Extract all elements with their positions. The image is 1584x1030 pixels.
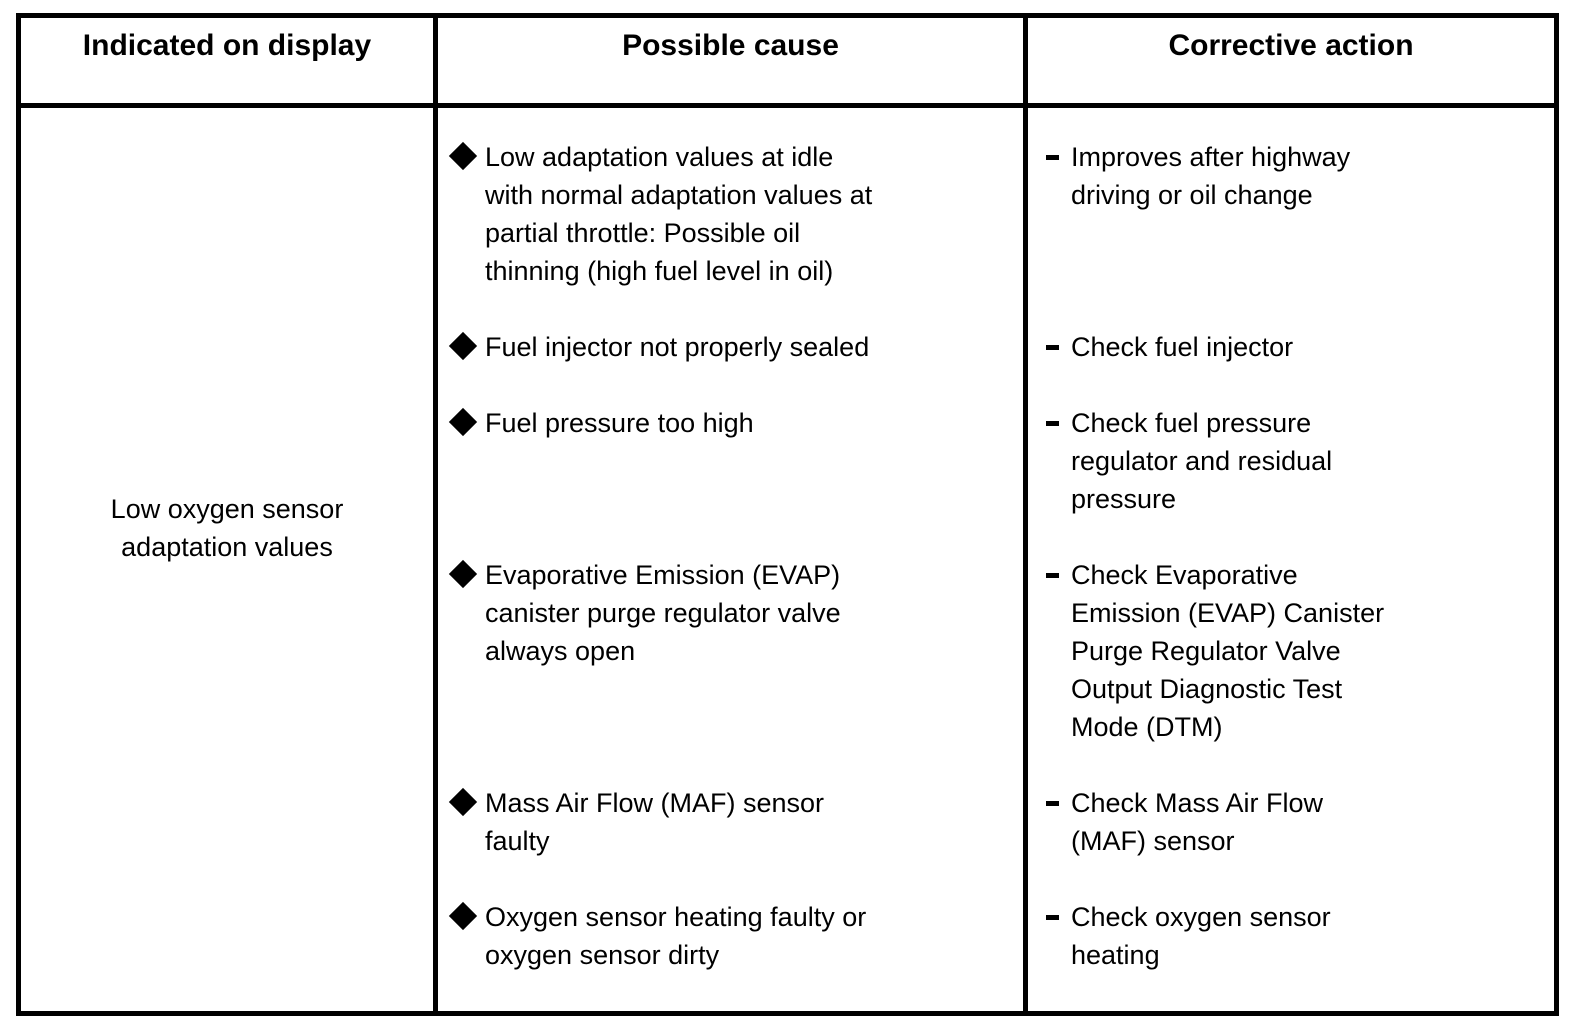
cause-text: Fuel injector not properly sealed	[485, 332, 870, 362]
list-item: Check Evaporative Emission (EVAP) Canist…	[1044, 556, 1548, 784]
action-text: Check Evaporative Emission (EVAP) Canist…	[1071, 560, 1385, 742]
cause-text: Mass Air Flow (MAF) sensor faulty	[485, 788, 825, 856]
list-item: Oxygen sensor heating faulty or oxygen s…	[448, 898, 1015, 1011]
diamond-bullet-icon	[448, 898, 485, 931]
cause-text: Fuel pressure too high	[485, 408, 754, 438]
diamond-bullet-icon	[448, 404, 485, 437]
action-text: Improves after highway driving or oil ch…	[1071, 142, 1351, 210]
list-item: Check oxygen sensor heating	[1044, 898, 1548, 1011]
header-indicated-on-display: Indicated on display	[82, 29, 372, 62]
list-item: Fuel injector not properly sealed	[448, 328, 1015, 404]
dash-bullet-icon	[1044, 784, 1071, 806]
header-possible-cause: Possible cause	[433, 18, 1023, 103]
indicated-cell: Low oxygen sensor adaptation values	[21, 108, 433, 1011]
indicated-value: Low oxygen sensor adaptation values	[110, 493, 344, 562]
list-item: Check fuel injector	[1044, 328, 1548, 404]
action-text: Check fuel injector	[1071, 332, 1294, 362]
list-item: Fuel pressure too high	[448, 404, 1015, 556]
cause-text: Oxygen sensor heating faulty or oxygen s…	[485, 902, 867, 970]
header-corrective-action: Corrective action	[1023, 18, 1554, 103]
list-item: Mass Air Flow (MAF) sensor faulty	[448, 784, 1015, 898]
action-text: Check Mass Air Flow (MAF) sensor	[1071, 788, 1324, 856]
dash-bullet-icon	[1044, 328, 1071, 350]
cause-text: Low adaptation values at idle with norma…	[485, 142, 873, 286]
action-text: Check fuel pressure regulator and residu…	[1071, 408, 1333, 514]
dash-bullet-icon	[1044, 556, 1071, 578]
action-text: Check oxygen sensor heating	[1071, 902, 1331, 970]
corrective-action-cell: Improves after highway driving or oil ch…	[1023, 108, 1554, 1011]
cause-text: Evaporative Emission (EVAP) canister pur…	[485, 560, 841, 666]
possible-cause-cell: Low adaptation values at idle with norma…	[433, 108, 1023, 1011]
diamond-bullet-icon	[448, 328, 485, 361]
dash-bullet-icon	[1044, 138, 1071, 160]
dash-bullet-icon	[1044, 898, 1071, 920]
list-item: Check fuel pressure regulator and residu…	[1044, 404, 1548, 556]
table-header-row: Indicated on display Possible cause Corr…	[21, 18, 1554, 108]
list-item: Low adaptation values at idle with norma…	[448, 138, 1015, 328]
diamond-bullet-icon	[448, 138, 485, 171]
diamond-bullet-icon	[448, 556, 485, 589]
list-item: Check Mass Air Flow (MAF) sensor	[1044, 784, 1548, 898]
diagnostic-table: Indicated on display Possible cause Corr…	[16, 13, 1559, 1016]
diamond-bullet-icon	[448, 784, 485, 817]
list-item: Improves after highway driving or oil ch…	[1044, 138, 1548, 328]
dash-bullet-icon	[1044, 404, 1071, 426]
table-body-row: Low oxygen sensor adaptation values Low …	[21, 108, 1554, 1011]
list-item: Evaporative Emission (EVAP) canister pur…	[448, 556, 1015, 784]
